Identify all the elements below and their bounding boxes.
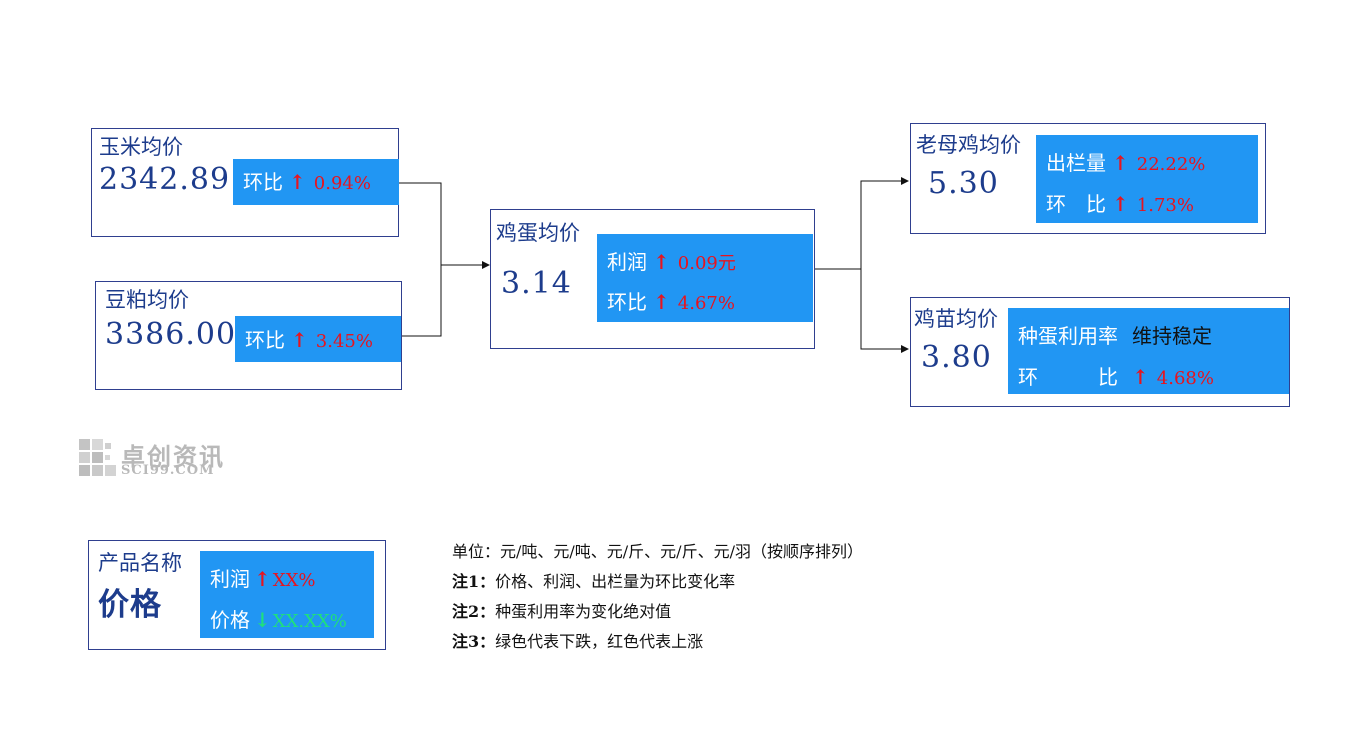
chick-change-panel: 种蛋利用率维持稳定 环 比 ↑ 4.68%	[1008, 308, 1289, 394]
soymeal-change-row: 环比↑ 3.45%	[245, 327, 373, 353]
old-hen-card: 老母鸡均价 5.30 出栏量↑ 22.22% 环 比↑ 1.73%	[910, 123, 1266, 234]
up-arrow-icon: ↑	[653, 250, 670, 274]
up-arrow-icon: ↑	[291, 328, 308, 352]
connector-corn-to-egg	[399, 182, 442, 265]
connector-egg-to-old-hen	[860, 177, 909, 269]
hatch-rate-label: 种蛋利用率	[1018, 324, 1118, 348]
profit-label: 利润	[607, 250, 647, 274]
down-arrow-icon: ↓	[254, 608, 271, 632]
note-2: 注2：种蛋利用率为变化绝对值	[452, 602, 672, 621]
soymeal-change-panel: 环比↑ 3.45%	[235, 316, 401, 362]
profit-value: 0.09元	[677, 253, 736, 274]
up-arrow-icon: ↑	[1112, 151, 1129, 175]
connector-soymeal-to-egg	[402, 265, 442, 337]
change-label: 环比	[245, 328, 285, 352]
change-value: 3.45%	[315, 331, 373, 352]
change-value: 0.94%	[313, 173, 371, 194]
price-change-value: XX.XX%	[272, 611, 347, 632]
notes: 单位：元/吨、元/吨、元/斤、元/斤、元/羽（按顺序排列） 注1：价格、利润、出…	[452, 537, 863, 657]
sci99-logo: 卓创资讯 SCI99.COM	[79, 437, 249, 483]
change-label: 环 比	[1046, 192, 1106, 216]
soymeal-price: 3386.00	[105, 317, 237, 352]
legend-title: 产品名称	[98, 551, 182, 575]
chick-hatch-rate-row: 种蛋利用率维持稳定	[1018, 323, 1212, 349]
soymeal-card: 豆粕均价 3386.00 环比↑ 3.45%	[95, 281, 402, 390]
corn-card: 玉米均价 2342.89 环比↑ 0.94%	[91, 128, 399, 237]
hatch-rate-value: 维持稳定	[1132, 324, 1212, 348]
unit-note: 单位：元/吨、元/吨、元/斤、元/斤、元/羽（按顺序排列）	[452, 542, 863, 561]
change-value: 1.73%	[1136, 195, 1194, 216]
profit-value: XX%	[272, 570, 316, 591]
up-arrow-icon: ↑	[289, 170, 306, 194]
corn-title: 玉米均价	[99, 135, 183, 159]
chick-change-row: 环 比 ↑ 4.68%	[1018, 364, 1214, 390]
logo-grid-icon	[79, 439, 116, 476]
chick-title: 鸡苗均价	[914, 307, 998, 331]
old-hen-price: 5.30	[928, 166, 999, 201]
corn-price: 2342.89	[99, 162, 231, 197]
egg-title: 鸡蛋均价	[496, 221, 580, 245]
change-label: 环比	[607, 290, 647, 314]
legend-card: 产品名称 价格 利润↑XX% 价格↓XX.XX%	[88, 540, 386, 650]
legend-change-panel: 利润↑XX% 价格↓XX.XX%	[200, 551, 374, 638]
note-1: 注1：价格、利润、出栏量为环比变化率	[452, 572, 736, 591]
output-value: 22.22%	[1136, 154, 1206, 175]
corn-change-row: 环比↑ 0.94%	[243, 169, 371, 195]
change-value: 4.68%	[1156, 368, 1214, 389]
chick-price: 3.80	[921, 340, 992, 375]
up-arrow-icon: ↑	[1132, 365, 1149, 389]
profit-label: 利润	[210, 567, 250, 591]
chick-card: 鸡苗均价 3.80 种蛋利用率维持稳定 环 比 ↑ 4.68%	[910, 297, 1290, 407]
legend-price: 价格	[98, 587, 162, 623]
egg-change-row: 环比↑ 4.67%	[607, 289, 735, 315]
corn-change-panel: 环比↑ 0.94%	[233, 159, 399, 205]
output-label: 出栏量	[1046, 151, 1106, 175]
change-value: 4.67%	[677, 293, 735, 314]
egg-price: 3.14	[501, 266, 572, 301]
up-arrow-icon: ↑	[254, 567, 271, 591]
old-hen-change-row: 环 比↑ 1.73%	[1046, 191, 1194, 217]
old-hen-change-panel: 出栏量↑ 22.22% 环 比↑ 1.73%	[1036, 135, 1258, 223]
legend-profit-row: 利润↑XX%	[210, 566, 316, 592]
change-label: 环 比	[1018, 365, 1118, 389]
old-hen-output-row: 出栏量↑ 22.22%	[1046, 150, 1205, 176]
connector-egg-to-chick	[860, 269, 909, 353]
egg-change-panel: 利润↑ 0.09元 环比↑ 4.67%	[597, 234, 813, 322]
price-label: 价格	[210, 608, 250, 632]
up-arrow-icon: ↑	[1112, 192, 1129, 216]
legend-price-row: 价格↓XX.XX%	[210, 607, 347, 633]
old-hen-title: 老母鸡均价	[916, 133, 1021, 157]
soymeal-title: 豆粕均价	[105, 288, 189, 312]
change-label: 环比	[243, 170, 283, 194]
egg-card: 鸡蛋均价 3.14 利润↑ 0.09元 环比↑ 4.67%	[490, 209, 815, 349]
up-arrow-icon: ↑	[653, 290, 670, 314]
note-3: 注3：绿色代表下跌，红色代表上涨	[452, 632, 704, 651]
egg-profit-row: 利润↑ 0.09元	[607, 249, 736, 275]
